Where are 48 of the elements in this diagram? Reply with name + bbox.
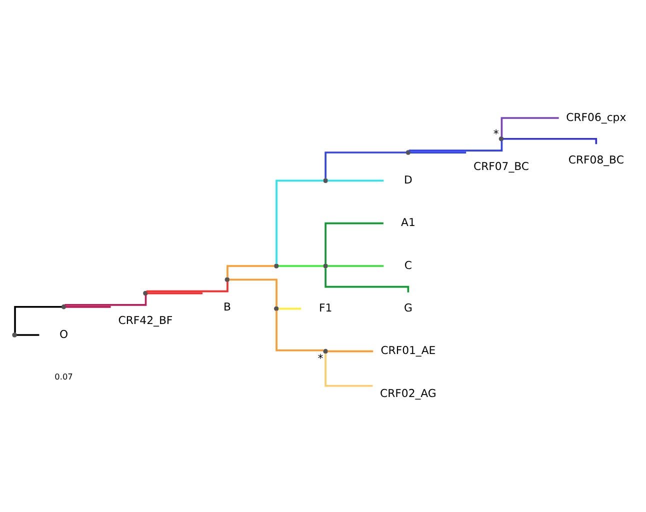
node-text: CRF07_BC <box>473 160 530 173</box>
node-text: CRF01_AE <box>380 344 436 358</box>
node-point <box>498 136 504 142</box>
node-text: CRF42_BF <box>118 314 173 328</box>
connector <box>146 282 228 292</box>
connector <box>328 180 384 182</box>
node-text: O <box>59 328 68 341</box>
node-point <box>224 277 230 282</box>
node-point <box>323 348 328 354</box>
node-text: CRF06_cpx <box>566 110 626 124</box>
connector <box>500 117 559 137</box>
node-text: D <box>404 173 412 186</box>
connector <box>276 310 324 352</box>
node-label: * <box>493 128 499 141</box>
label: 0.07 <box>54 372 73 382</box>
node-point <box>323 264 328 268</box>
connector <box>148 292 203 294</box>
connector <box>324 222 384 264</box>
connector <box>229 278 278 306</box>
node-point <box>274 306 279 312</box>
connector <box>410 152 466 154</box>
connector <box>16 334 40 336</box>
node-text: F1 <box>318 301 332 314</box>
connector <box>324 354 373 387</box>
connector <box>64 295 147 306</box>
node-label: * <box>318 352 324 366</box>
connector <box>328 265 384 267</box>
connector <box>408 140 503 152</box>
node-text: CRF08_BC <box>568 153 624 166</box>
node-text: B <box>223 300 231 314</box>
connector <box>278 308 302 310</box>
connector <box>226 265 274 278</box>
node-text: CRF02_AG <box>380 386 436 400</box>
node-text: A1 <box>401 216 416 230</box>
node-point <box>274 264 279 268</box>
node-text: G <box>404 301 412 314</box>
node-point <box>61 304 66 310</box>
connector <box>66 306 111 308</box>
connector <box>276 180 324 264</box>
node-point <box>12 332 17 338</box>
node-point <box>323 178 328 184</box>
node-point <box>143 290 148 296</box>
connector <box>278 265 324 267</box>
connector <box>324 152 406 178</box>
node-text: C <box>404 258 412 272</box>
node-point <box>406 150 411 155</box>
connector <box>328 350 374 352</box>
connector <box>14 306 62 333</box>
